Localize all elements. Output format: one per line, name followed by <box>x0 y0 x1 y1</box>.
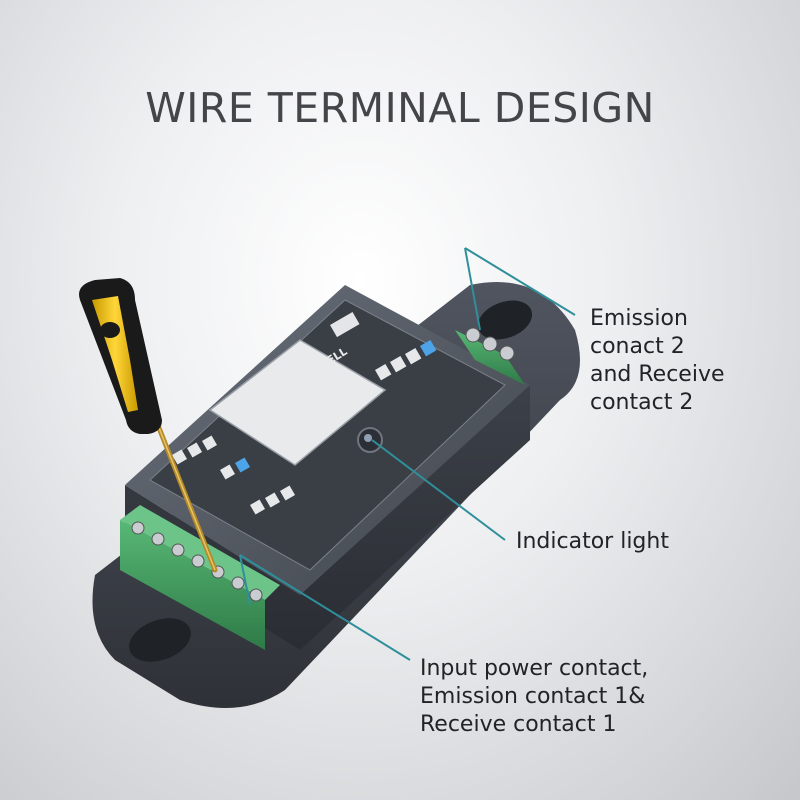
terminal-diagram-right <box>375 340 437 381</box>
dip-switch <box>330 312 360 338</box>
callout-line-4: contact 2 <box>590 390 694 415</box>
callout-lines <box>239 247 576 661</box>
callout-emission-receive-contact-2: Emission conact 2 and Receive contact 2 <box>590 305 725 417</box>
terminal-block-right <box>455 327 525 385</box>
callout-line-indicator <box>371 439 506 541</box>
mounting-hole-right <box>477 300 533 340</box>
callout-line-2: Emission contact 1& <box>420 684 646 709</box>
screwdriver <box>79 278 218 573</box>
callout-indicator-light: Indicator light <box>516 529 669 554</box>
page-title: WIRE TERMINAL DESIGN <box>145 84 655 132</box>
mounting-hole-left <box>129 618 191 662</box>
callout-line-emission <box>464 247 576 331</box>
callout-line-input <box>239 554 411 661</box>
callout-line-1: Input power contact, <box>420 656 649 681</box>
model-sticker <box>208 339 387 466</box>
callout-input-power-contact: Input power contact, Emission contact 1&… <box>420 655 648 739</box>
callout-line-3: Receive contact 1 <box>420 712 617 737</box>
callout-line-3: and Receive <box>590 362 725 387</box>
terminal-diagram-left <box>172 435 296 515</box>
terminal-block-left <box>120 505 280 650</box>
indicator-lens <box>364 434 372 442</box>
callout-line-1: Emission <box>590 306 688 331</box>
callout-line-2: conact 2 <box>590 334 685 359</box>
